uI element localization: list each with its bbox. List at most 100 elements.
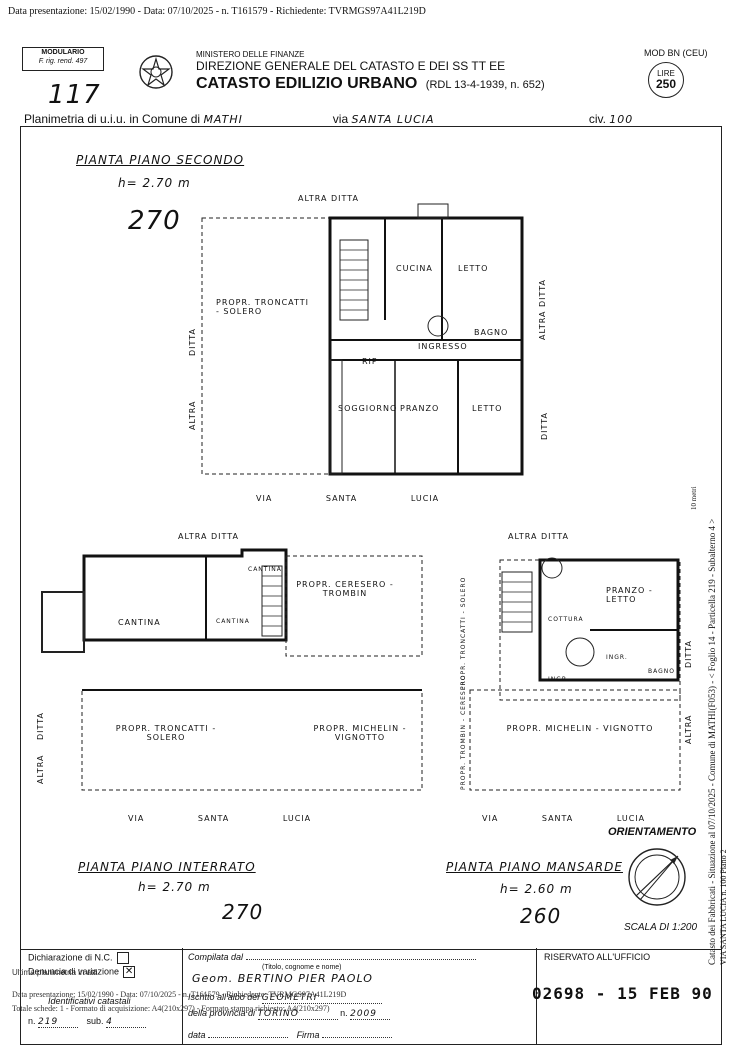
room-label: BAGNO: [648, 668, 675, 675]
room-label: INGR.: [548, 676, 570, 683]
basement-code: 270: [222, 900, 264, 924]
overlay-meta-2: Totale schede: 1 - Formato di acquisizio…: [12, 1004, 330, 1013]
room-label: CANTINA: [248, 566, 282, 573]
sub-label: sub.: [86, 1016, 104, 1026]
room-label: SOGGIORNO: [338, 404, 398, 413]
civ-value: 100: [609, 113, 650, 127]
albo-value: GEOMETRI: [261, 993, 382, 1004]
orientation-label: ORIENTAMENTO: [608, 826, 697, 838]
law-reference: (RDL 13-4-1939, n. 652): [425, 79, 545, 91]
neighbor-label: PROPR. TROMBIN - CERESERO: [460, 674, 467, 790]
n-iscr-value: 2009: [350, 1009, 391, 1020]
data-label: data: [188, 1030, 206, 1040]
basement-title: PIANTA PIANO INTERRATO: [78, 860, 256, 874]
street-label: VIA SANTA LUCIA: [482, 814, 646, 823]
cadastre-sidebar-2: VIA SANTA LUCIA n. 100 Piano 2: [719, 849, 728, 965]
neighbor-label: PROPR. MICHELIN - VIGNOTTO: [313, 724, 407, 742]
scale-bar-label: 10 metri: [690, 486, 698, 510]
basement-height: h= 2.70 m: [138, 880, 211, 894]
neighbor-label: ALTRA: [684, 714, 693, 744]
lire-stamp: LIRE 250: [648, 62, 684, 98]
overlay-meta-1: Data presentazione: 15/02/1990 - Data: 0…: [12, 990, 347, 999]
neighbor-label: PROPR. TRONCATTI - SOLERO: [216, 298, 310, 316]
n-iscr-label: n.: [340, 1008, 348, 1018]
second-floor-title: PIANTA PIANO SECONDO: [76, 153, 245, 167]
presentation-meta: Data presentazione: 15/02/1990 - Data: 0…: [8, 6, 426, 17]
cadastre-sidebar: Catasto dei Fabbricati - Situazione al 0…: [707, 518, 717, 965]
room-label: PRANZO - LETTO: [606, 586, 653, 604]
denuncia-label: Denuncia di variazione: [28, 966, 120, 977]
lire-value: 250: [655, 77, 677, 91]
room-label: INGRESSO: [418, 342, 468, 351]
firma-label: Firma: [296, 1030, 320, 1040]
room-label: CANTINA: [216, 618, 250, 625]
room-label: PRANZO: [400, 404, 440, 413]
titolo-hint: (Titolo, cognome e nome): [262, 964, 342, 971]
n-value: 219: [38, 1017, 79, 1028]
attic-plan: [469, 557, 681, 791]
mod-code: MOD BN (CEU): [644, 48, 708, 58]
n-label: n.: [28, 1016, 36, 1026]
room-label: COTTURA: [548, 616, 584, 623]
second-floor-code: 270: [128, 206, 181, 236]
planimetria-label: Planimetria di u.i.u. in Comune di: [24, 112, 201, 126]
sub-value: 4: [106, 1017, 147, 1028]
neighbor-label: DITTA: [684, 639, 693, 668]
room-label: INGR.: [606, 654, 628, 661]
compass-icon: [626, 846, 688, 908]
compiler-name: Geom. BERTINO PIER PAOLO: [192, 972, 373, 985]
ultima-planimetria-label: Ultima planimetria in atti: [12, 968, 98, 977]
neighbor-label: DITTA: [188, 327, 197, 356]
street-label: VIA SANTA LUCIA: [128, 814, 312, 823]
iscritto-label: Iscritto all'albo dei: [188, 992, 260, 1002]
riservato-label: RISERVATO ALL'UFFICIO: [544, 952, 651, 962]
room-label: LETTO: [458, 264, 489, 273]
document-title: CATASTO EDILIZIO URBANO: [196, 75, 418, 92]
modulario-box: MODULARIO F. rig. rend. 497: [22, 47, 104, 71]
neighbor-label: PROPR. CERESERO - TROMBIN: [296, 580, 394, 598]
office-stamp: 02698 - 15 FEB 90: [532, 984, 713, 1003]
neighbor-label: PROPR. MICHELIN - VIGNOTTO: [506, 724, 654, 733]
second-floor-plan: [201, 203, 524, 476]
comune-value: MATHI: [203, 113, 324, 127]
direction-label: DIREZIONE GENERALE DEL CATASTO E DEI SS …: [196, 59, 506, 73]
attic-title: PIANTA PIANO MANSARDE: [446, 860, 623, 874]
scale-label: SCALA DI 1:200: [624, 922, 698, 933]
lire-label: LIRE: [657, 69, 675, 78]
attic-height: h= 2.60 m: [500, 882, 573, 896]
state-emblem-icon: [136, 52, 176, 92]
neighbor-label: DITTA: [36, 711, 45, 740]
neighbor-label: ALTRA DITTA: [538, 279, 547, 340]
second-floor-height: h= 2.70 m: [118, 176, 191, 190]
neighbor-label: PROPR. TRONCATTI - SOLERO: [115, 724, 217, 742]
modulario-sub: F. rig. rend. 497: [38, 58, 88, 65]
footer-box: [20, 948, 722, 1045]
neighbor-label: PROPR. TRONCATTI - SOLERO: [460, 576, 467, 690]
signature: [322, 1037, 393, 1038]
basement-plan: [41, 548, 423, 791]
denuncia-checkbox: ✕: [123, 966, 136, 978]
provincia-value: TORINO: [257, 1009, 338, 1020]
provincia-label: della provincia di: [188, 1008, 256, 1018]
street-label: VIA SANTA LUCIA: [256, 494, 440, 503]
sheet-number: 117: [48, 80, 101, 110]
modulario-label: MODULARIO: [41, 49, 85, 56]
room-label: RIP: [362, 357, 378, 366]
via-value: SANTA LUCIA: [351, 113, 582, 127]
compilata-label: Compilata dal: [188, 952, 244, 962]
civ-label: civ.: [588, 112, 606, 126]
identificativi-label: Identificativi catastali: [48, 996, 131, 1006]
attic-code: 260: [520, 904, 562, 928]
drawing-frame: [20, 126, 722, 950]
neighbor-label: ALTRA DITTA: [508, 532, 569, 541]
decl-nc-label: Dichiarazione di N.C.: [28, 952, 113, 963]
room-label: LETTO: [472, 404, 503, 413]
room-label: CANTINA: [118, 618, 161, 627]
room-label: CUCINA: [396, 264, 433, 273]
neighbor-label: ALTRA: [188, 400, 197, 430]
ministry-label: MINISTERO DELLE FINANZE: [196, 50, 305, 59]
neighbor-label: ALTRA DITTA: [178, 532, 239, 541]
via-label: via: [332, 112, 349, 126]
neighbor-label: ALTRA: [36, 754, 45, 784]
neighbor-label: ALTRA DITTA: [298, 194, 359, 203]
